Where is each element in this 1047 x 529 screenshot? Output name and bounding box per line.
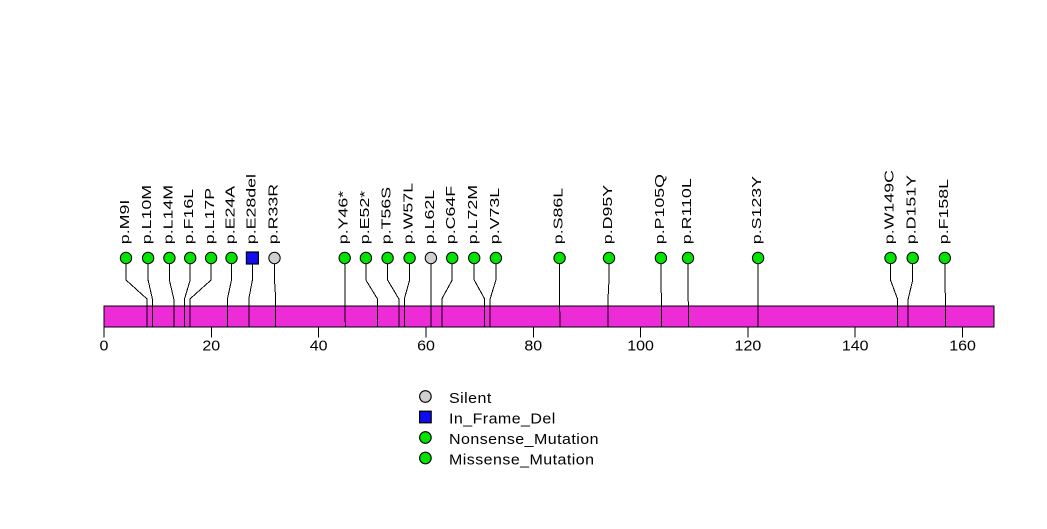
svg-text:p.M9I: p.M9I <box>118 200 132 244</box>
svg-text:p.V73L: p.V73L <box>488 187 502 244</box>
svg-text:0: 0 <box>100 338 109 354</box>
svg-text:p.F158L: p.F158L <box>937 178 951 244</box>
svg-text:p.L10M: p.L10M <box>140 185 154 244</box>
svg-text:p.Y46*: p.Y46* <box>337 191 351 244</box>
svg-text:p.L14M: p.L14M <box>162 185 176 244</box>
svg-text:In_Frame_Del: In_Frame_Del <box>449 411 556 427</box>
svg-text:p.L17P: p.L17P <box>203 188 217 244</box>
svg-text:p.W149C: p.W149C <box>883 170 897 244</box>
svg-text:p.R33R: p.R33R <box>267 184 281 244</box>
svg-text:p.P105Q: p.P105Q <box>653 174 667 244</box>
svg-text:120: 120 <box>735 338 762 354</box>
svg-text:100: 100 <box>627 338 654 354</box>
svg-text:40: 40 <box>310 338 328 354</box>
svg-text:Silent: Silent <box>449 391 492 407</box>
svg-text:p.S86L: p.S86L <box>552 187 566 244</box>
svg-text:p.E28del: p.E28del <box>245 174 259 244</box>
svg-text:160: 160 <box>949 338 976 354</box>
svg-text:p.L72M: p.L72M <box>467 185 481 244</box>
svg-text:p.W57L: p.W57L <box>402 182 416 244</box>
svg-text:p.C64F: p.C64F <box>445 186 459 244</box>
svg-text:p.S123Y: p.S123Y <box>750 176 764 244</box>
svg-text:Nonsense_Mutation: Nonsense_Mutation <box>449 432 599 448</box>
svg-text:Missense_Mutation: Missense_Mutation <box>449 452 594 468</box>
svg-text:60: 60 <box>417 338 435 354</box>
svg-text:p.E52*: p.E52* <box>358 191 372 244</box>
svg-text:p.R110L: p.R110L <box>680 178 694 244</box>
svg-text:p.E24A: p.E24A <box>224 185 238 244</box>
svg-text:p.D151Y: p.D151Y <box>905 175 919 244</box>
svg-text:p.D95Y: p.D95Y <box>601 185 615 244</box>
svg-text:p.F16L: p.F16L <box>183 188 197 244</box>
svg-text:20: 20 <box>202 338 220 354</box>
svg-text:p.L62L: p.L62L <box>423 189 437 244</box>
svg-text:140: 140 <box>842 338 869 354</box>
svg-text:p.T56S: p.T56S <box>380 187 394 244</box>
svg-text:80: 80 <box>524 338 542 354</box>
